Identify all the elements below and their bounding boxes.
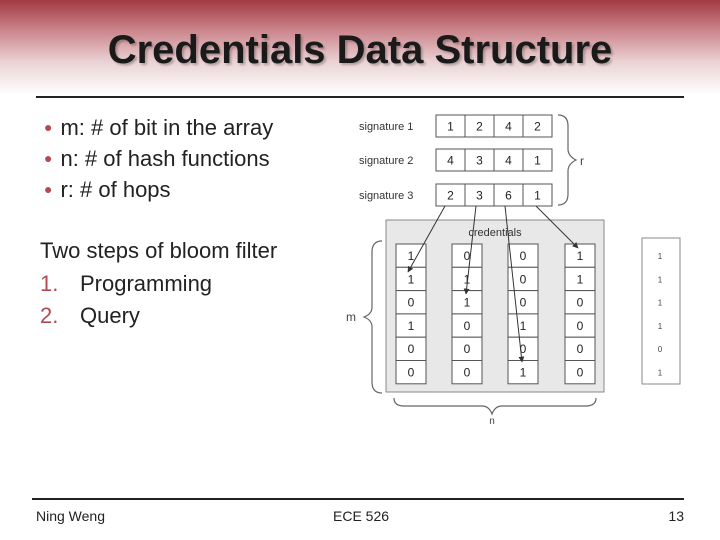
bit-value: 0 — [464, 319, 471, 333]
hash-arrow — [504, 205, 525, 363]
bit-value: 0 — [408, 366, 415, 380]
bit-value: 0 — [520, 342, 527, 356]
bullet-item: ●n: # of hash functions — [44, 146, 270, 171]
signature-value: 2 — [476, 120, 483, 134]
result-bit: 1 — [658, 252, 663, 261]
bit-value: 1 — [577, 272, 584, 286]
bit-value: 0 — [577, 366, 584, 380]
signature-label: signature 1 — [359, 121, 413, 133]
bit-value: 1 — [520, 366, 527, 380]
signature-value: 6 — [505, 189, 512, 203]
signature-cell — [522, 114, 553, 138]
result-bit: 1 — [658, 322, 663, 331]
hash-arrow — [535, 205, 579, 249]
signature-value: 4 — [447, 154, 454, 168]
signature-value: 1 — [534, 189, 541, 203]
bit-value: 0 — [520, 272, 527, 286]
signature-value: 3 — [476, 189, 483, 203]
signature-cell — [522, 148, 553, 172]
bit-value: 0 — [577, 342, 584, 356]
signature-value: 1 — [534, 154, 541, 168]
page-number: 13 — [668, 508, 684, 524]
title-band — [0, 0, 720, 95]
signature-value: 2 — [447, 189, 454, 203]
credentials-label: credentials — [468, 227, 522, 239]
bit-value: 0 — [520, 249, 527, 263]
bit-value: 0 — [464, 249, 471, 263]
r-brace — [557, 114, 578, 206]
result-bit: 1 — [658, 275, 663, 284]
footer-course: ECE 526 — [333, 508, 390, 524]
bit-cell — [451, 360, 483, 385]
m-brace — [362, 240, 383, 394]
bit-value: 0 — [464, 342, 471, 356]
signature-value: 2 — [534, 120, 541, 134]
r-label: r — [580, 154, 584, 168]
n-label: n — [489, 416, 495, 426]
query-result-box — [641, 237, 681, 385]
result-bit: 0 — [658, 345, 663, 354]
bit-value: 0 — [464, 366, 471, 380]
bit-value: 0 — [408, 342, 415, 356]
bit-value: 0 — [520, 296, 527, 310]
signature-value: 4 — [505, 120, 512, 134]
bit-value: 1 — [408, 249, 415, 263]
bit-value: 1 — [408, 319, 415, 333]
bit-value: 1 — [408, 272, 415, 286]
footer-author: Ning Weng — [36, 508, 106, 524]
hash-arrow — [407, 205, 446, 273]
slide-title: Credentials Data Structure — [107, 28, 613, 72]
title-divider — [36, 96, 684, 98]
bit-value: 0 — [577, 296, 584, 310]
footer-divider — [32, 498, 684, 500]
bit-cell — [395, 360, 427, 385]
bit-value: 1 — [520, 319, 527, 333]
bit-value: 1 — [577, 249, 584, 263]
signature-cell — [522, 183, 553, 207]
m-label: m — [346, 310, 356, 324]
signature-value: 3 — [476, 154, 483, 168]
result-bit: 1 — [658, 369, 663, 378]
bit-value: 1 — [464, 296, 471, 310]
bit-value: 0 — [577, 319, 584, 333]
bullet-item: ●r: # of hops — [44, 177, 171, 202]
bit-value: 1 — [464, 272, 471, 286]
signature-label: signature 2 — [359, 155, 413, 167]
step-item: 2.Query — [40, 303, 140, 328]
bullet-dot-icon: ● — [44, 181, 53, 197]
bit-cell — [564, 360, 596, 385]
steps-list: 1.Programming 2.Query — [40, 268, 212, 332]
bloom-filter-diagram: r credentials m n signature 1 1 2 4 2 signatu… — [346, 114, 681, 426]
bullet-list: ●m: # of bit in the array ●n: # of hash … — [44, 112, 273, 205]
bullet-dot-icon: ● — [44, 150, 53, 166]
result-bit: 1 — [658, 299, 663, 308]
step-item: 1.Programming — [40, 271, 213, 296]
bullet-item: ●m: # of bit in the array — [44, 115, 274, 140]
bit-value: 0 — [408, 296, 415, 310]
signature-value: 4 — [505, 154, 512, 168]
n-brace — [393, 397, 597, 416]
hash-arrow — [463, 205, 477, 295]
steps-heading: Two steps of bloom filter — [40, 238, 278, 263]
signature-label: signature 3 — [359, 190, 413, 202]
signature-value: 1 — [447, 120, 454, 134]
bullet-dot-icon: ● — [44, 119, 53, 135]
